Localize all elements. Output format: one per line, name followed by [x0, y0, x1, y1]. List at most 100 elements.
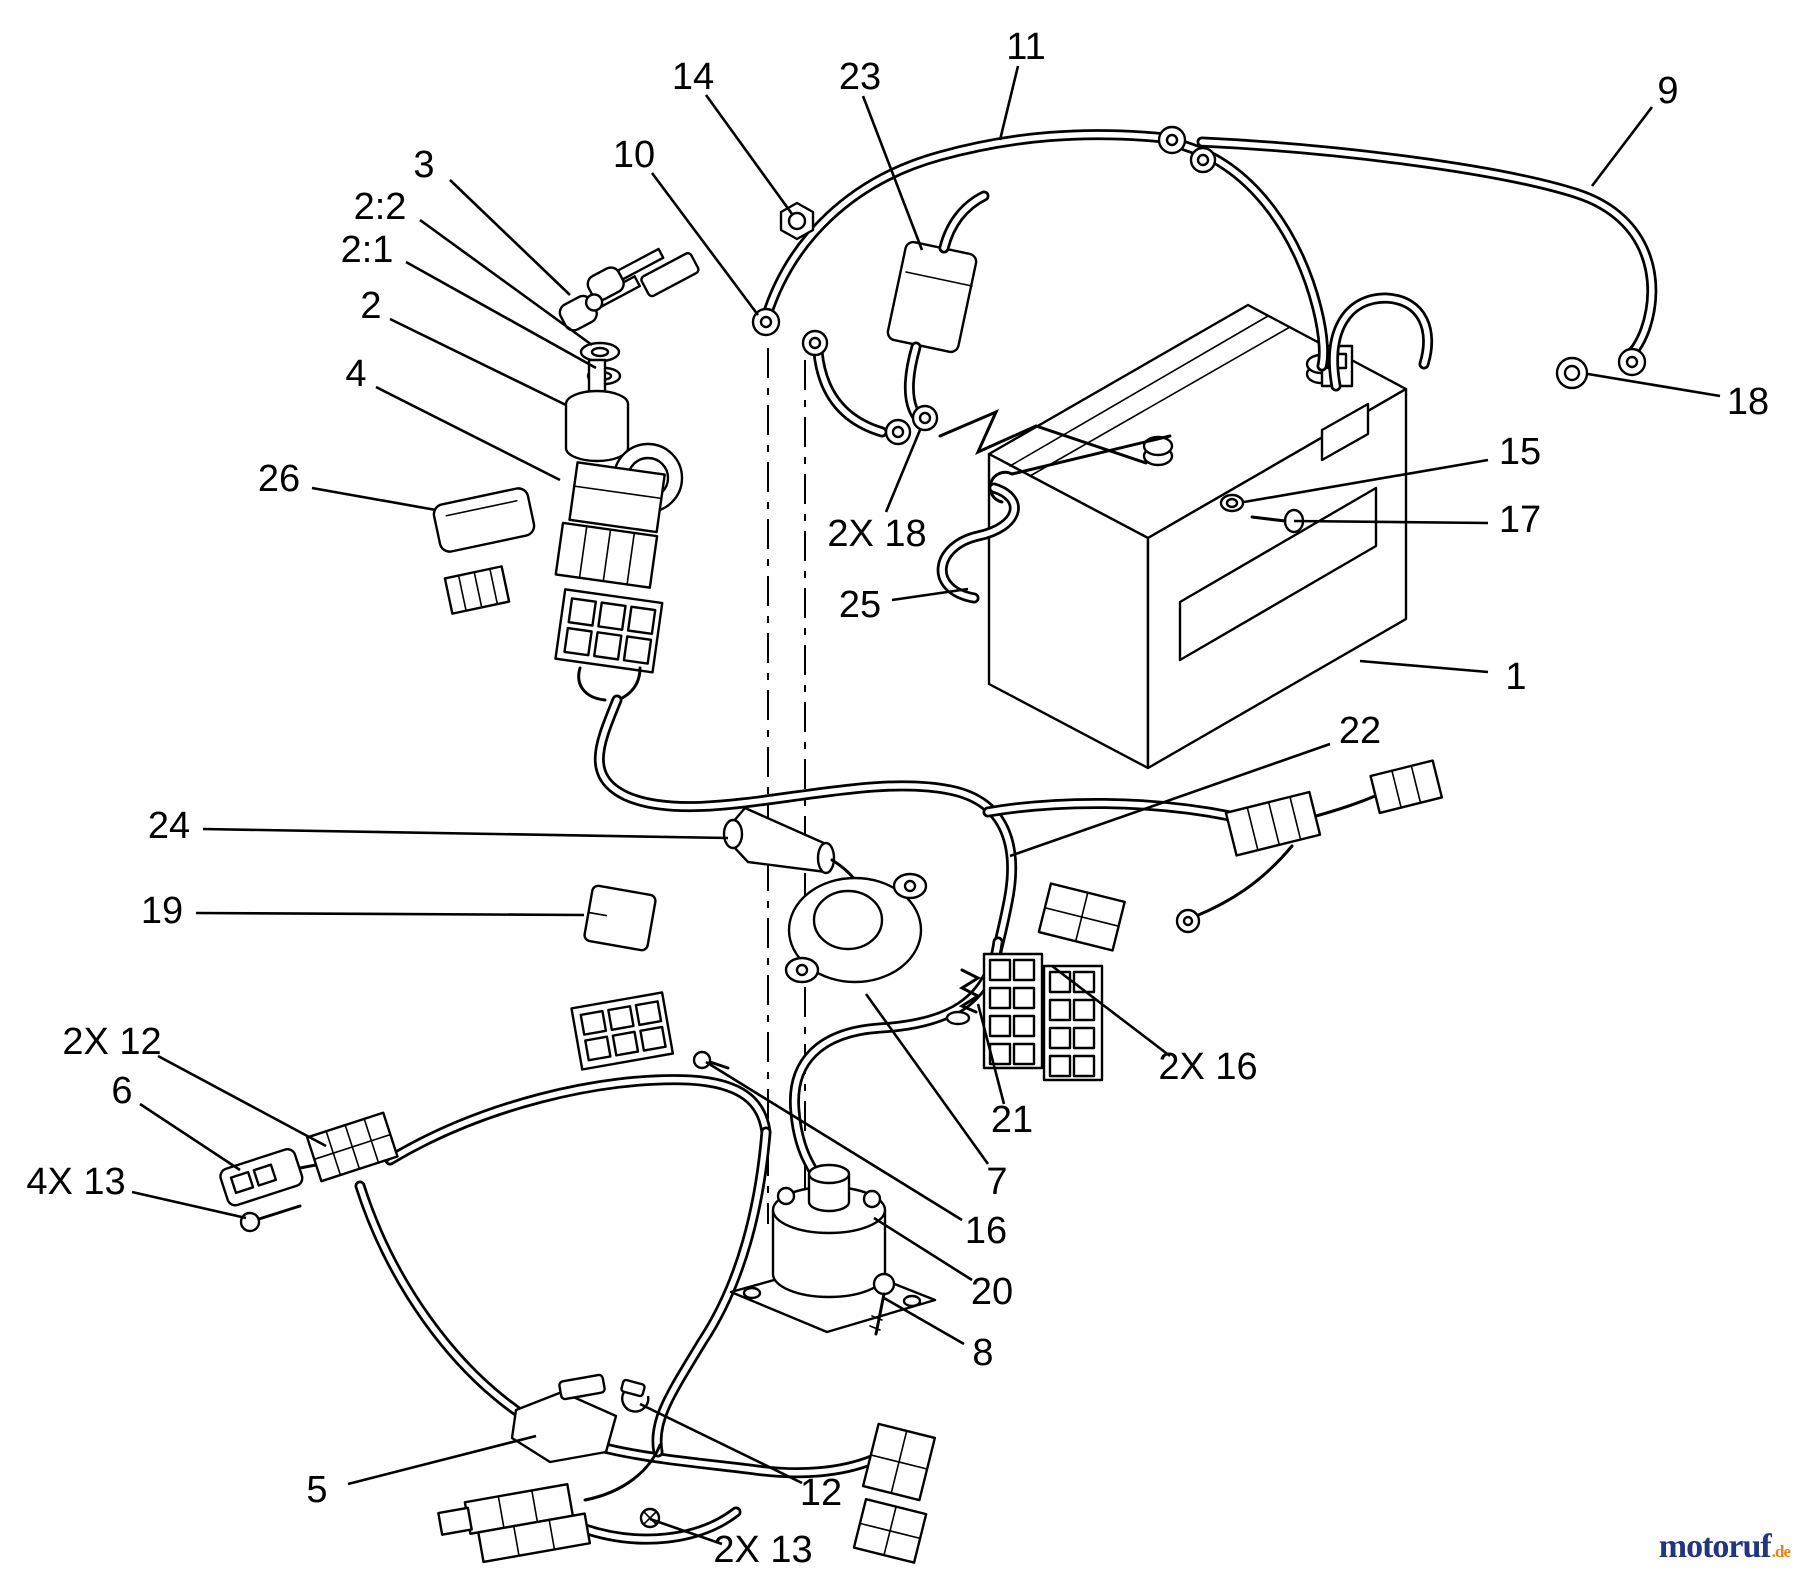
watermark-tld: .de	[1771, 1542, 1791, 1561]
leader-line-8	[883, 1296, 965, 1346]
callout-7: 7	[986, 1161, 1007, 1203]
relay-19	[583, 884, 657, 952]
leader-line-4x-13	[131, 1190, 247, 1220]
ignition-switch-assembly	[554, 247, 700, 702]
leader-line-16	[705, 1060, 963, 1222]
cable-clamp-12	[620, 1378, 650, 1413]
battery-label	[1178, 486, 1378, 662]
leader-line-18	[1587, 372, 1721, 398]
leader-line-22	[1009, 742, 1331, 858]
battery-hold-down-rod	[988, 434, 1172, 504]
leader-line-10	[650, 172, 760, 316]
leader-line-1	[1359, 659, 1489, 674]
grommet-18	[1555, 356, 1589, 390]
watermark[interactable]: motoruf.de	[1658, 1528, 1791, 1566]
spring-21	[945, 968, 982, 1026]
cable-boot-24	[722, 806, 862, 890]
callout-6: 6	[111, 1070, 132, 1112]
leader-line-20	[873, 1216, 973, 1282]
callout-10: 10	[613, 134, 655, 176]
callout-21: 21	[991, 1099, 1033, 1141]
nut-15	[1219, 493, 1245, 513]
leader-line-5	[347, 1434, 537, 1486]
leader-line-24	[202, 827, 729, 840]
connector-plug-small	[443, 565, 511, 615]
leader-line-19	[195, 911, 585, 917]
relay-26	[432, 487, 536, 553]
leader-line-25	[891, 587, 969, 602]
leader-line-2	[389, 317, 567, 407]
callout-23: 23	[839, 56, 881, 98]
connector-6	[219, 1148, 304, 1207]
callout-19: 19	[141, 890, 183, 932]
callout-3: 3	[413, 144, 434, 186]
battery-cable-11	[751, 125, 1323, 366]
callout-2x-18: 2X 18	[827, 513, 926, 555]
harness-connector-center	[570, 991, 675, 1071]
switch-connector	[554, 588, 664, 674]
fuse-holder-left	[982, 952, 1044, 1070]
leader-line-2x-18	[884, 429, 922, 513]
leader-line-15	[1243, 458, 1489, 504]
leader-line-2-1	[405, 260, 597, 370]
leader-line-17	[1293, 519, 1489, 525]
callout-11: 11	[1006, 26, 1045, 68]
nut-14	[779, 201, 815, 241]
callout-15: 15	[1499, 431, 1541, 473]
switch-housing-4	[554, 461, 666, 589]
bolt-8	[869, 1272, 896, 1336]
connector-plug-far-right	[1369, 759, 1444, 815]
connector-bottom-right	[852, 1422, 937, 1564]
callout-16: 16	[965, 1210, 1007, 1252]
leader-line-21	[976, 1003, 1006, 1105]
callout-2x-12: 2X 12	[62, 1021, 161, 1063]
callout-26: 26	[258, 458, 300, 500]
harness-connector-right	[1224, 790, 1322, 857]
callout-17: 17	[1499, 499, 1541, 541]
screw-2x13	[639, 1507, 661, 1529]
ignition-keys	[558, 247, 700, 332]
leader-line-2-2	[419, 218, 593, 347]
callout-20: 20	[971, 1271, 1013, 1313]
callout-8: 8	[972, 1332, 993, 1374]
leader-line-4	[375, 385, 561, 482]
starter-solenoid-20	[729, 1163, 937, 1334]
connector-2x12	[305, 1111, 399, 1183]
washer-2-2	[579, 341, 621, 363]
callout-4: 4	[345, 353, 366, 395]
watermark-brand: motoruf	[1658, 1528, 1772, 1565]
battery-cable-9	[1202, 142, 1652, 377]
callout-22: 22	[1339, 710, 1381, 752]
callout-18: 18	[1727, 381, 1769, 423]
callout-2-2: 2:2	[354, 186, 407, 228]
leader-line-26	[311, 486, 437, 512]
leader-line-14	[704, 94, 794, 215]
leader-line-7	[864, 993, 990, 1165]
fuse-holder-right	[1042, 964, 1104, 1082]
harness-bracket-5	[510, 1373, 618, 1464]
leader-line-2x-12	[157, 1054, 327, 1148]
battery-sticker	[1320, 402, 1370, 462]
callout-2: 2	[360, 285, 381, 327]
ground-wire	[1194, 844, 1294, 918]
callout-2-1: 2:1	[341, 229, 394, 271]
connector-stack-bottom-left	[437, 1482, 592, 1564]
relay-block	[1037, 882, 1126, 952]
callout-25: 25	[839, 584, 881, 626]
leader-line-2x-16	[1051, 964, 1171, 1058]
leader-line-3	[449, 179, 571, 296]
leader-line-11	[998, 65, 1020, 141]
callout-12: 12	[800, 1472, 842, 1514]
callout-2x-16: 2X 16	[1158, 1046, 1257, 1088]
leader-line-12	[639, 1402, 803, 1485]
fusible-link-23	[801, 196, 1148, 465]
screw-16	[692, 1050, 730, 1070]
leader-line-9	[1590, 106, 1654, 187]
leader-line-6	[139, 1102, 241, 1172]
bolt-4x13	[239, 1204, 302, 1233]
callout-1: 1	[1505, 656, 1526, 698]
key-switch-2	[564, 358, 630, 463]
